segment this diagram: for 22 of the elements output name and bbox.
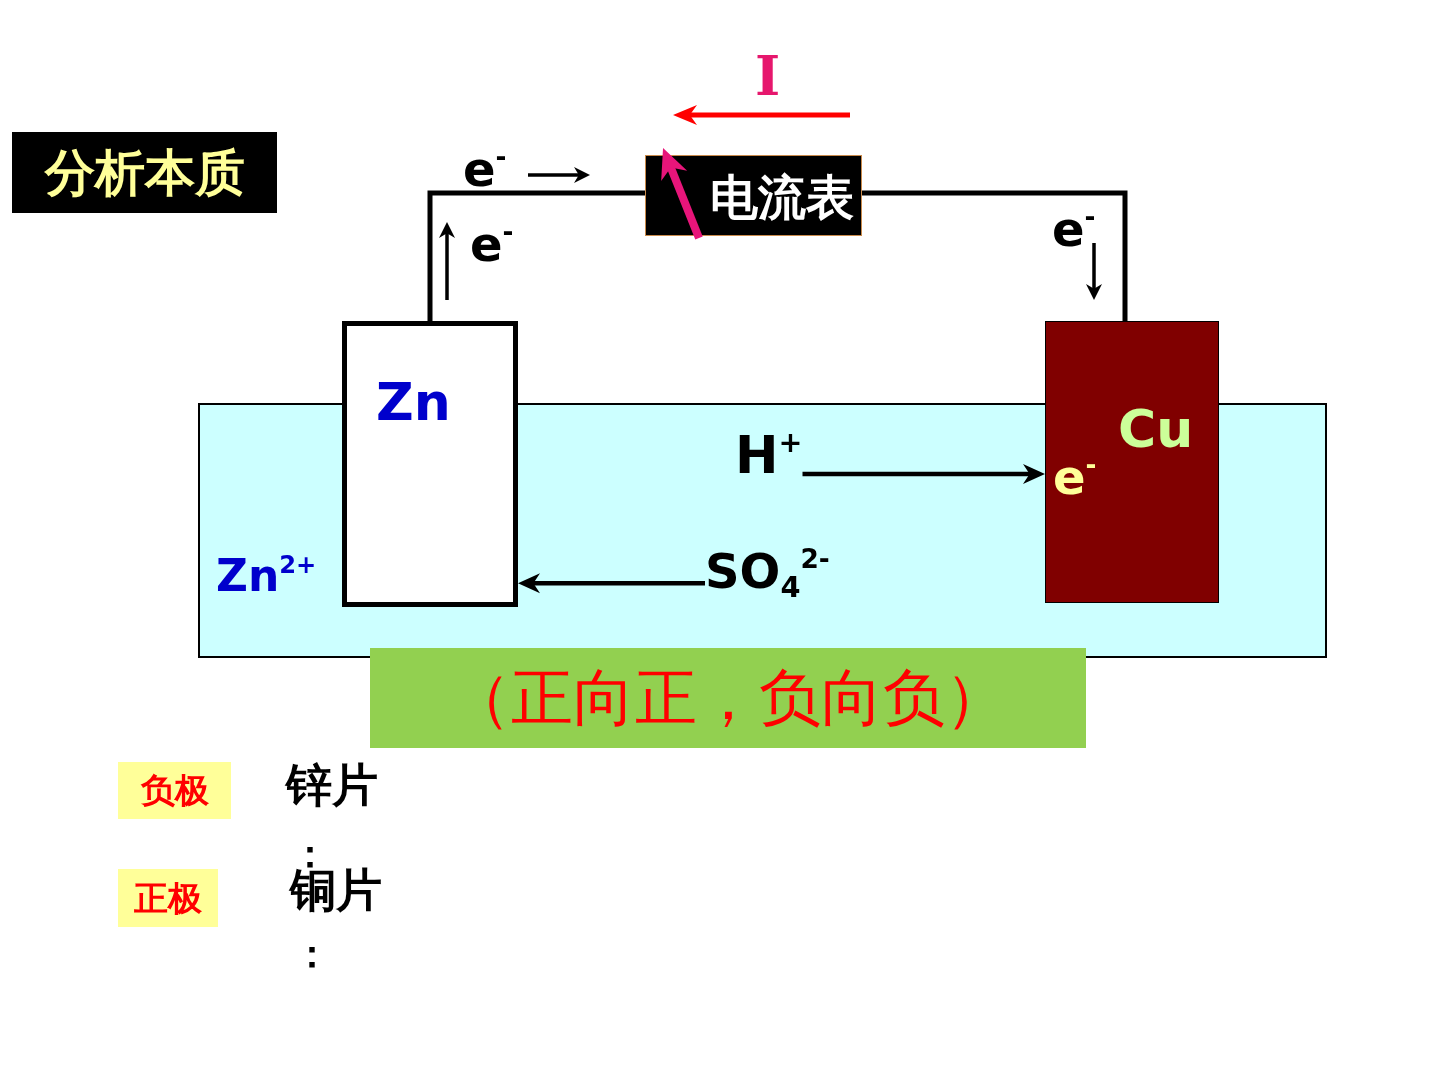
material-label: 锌片 — [286, 762, 378, 808]
title-banner: 分析本质 — [12, 132, 277, 213]
current-label: I — [755, 44, 781, 109]
ion-label: Zn$^{2+}$ — [216, 550, 317, 603]
electron-label: e$^{-}$ — [1052, 201, 1096, 259]
zinc-electrode: Zn — [342, 321, 518, 607]
electron-label: e$^{-}$ — [463, 141, 507, 199]
material-label: 铜片 — [290, 867, 382, 913]
ammeter-box — [645, 155, 862, 236]
ammeter-label: 电流表 — [710, 169, 854, 227]
arrow — [802, 463, 1045, 484]
arrow — [518, 573, 705, 594]
highlight-tag: 正极 — [118, 869, 218, 927]
electron-label: e$^{-}$ — [470, 216, 514, 274]
metal-label: Cu — [1118, 398, 1194, 461]
rule-banner: （正向正，负向负） — [370, 648, 1086, 748]
highlight-tag: 负极 — [118, 762, 231, 819]
wire — [427, 190, 645, 321]
wire — [862, 190, 1128, 321]
ion-label: H$^{+}$ — [735, 424, 803, 487]
copper-electrode — [1045, 321, 1219, 603]
electron-label: e$^{-}$ — [1053, 449, 1097, 507]
